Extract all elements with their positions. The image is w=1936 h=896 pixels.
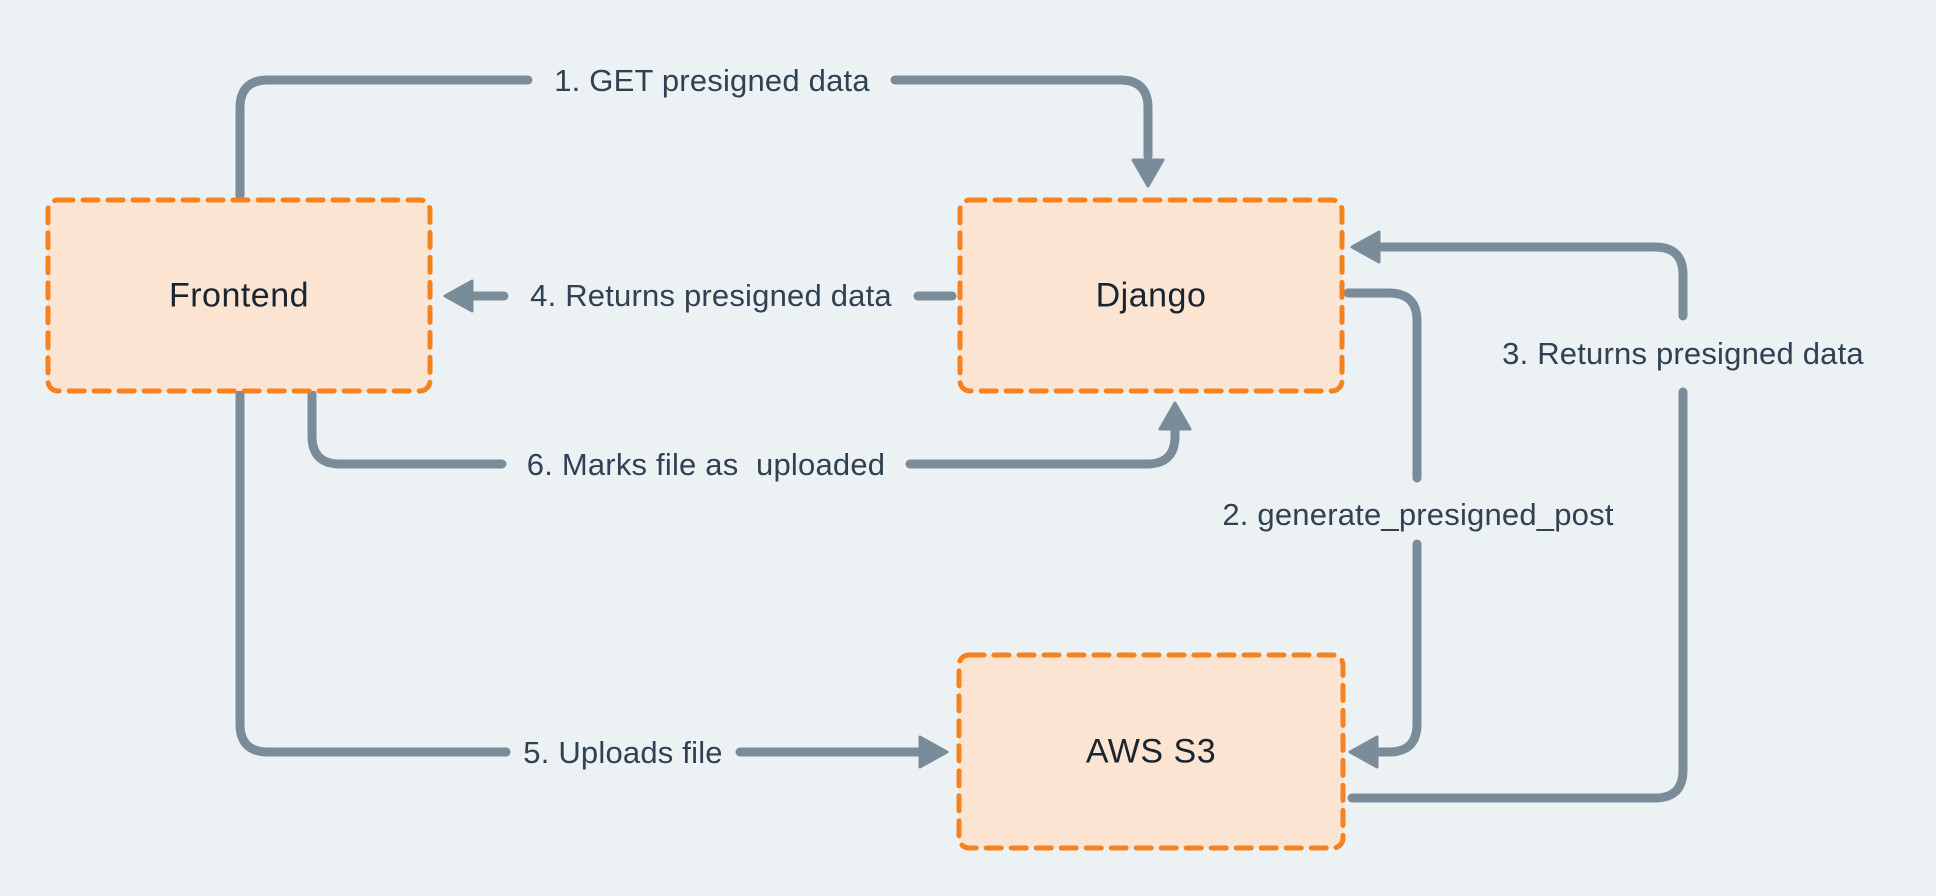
edge-6-arrowhead-icon [1158, 401, 1192, 431]
edge-3-segment-a [1347, 387, 1688, 803]
edge-5-label: 5. Uploads file [523, 735, 723, 770]
edge-1-label: 1. GET presigned data [554, 63, 870, 98]
edge-6-segment-b [905, 426, 1180, 469]
edge-2-segment-b [1371, 539, 1422, 757]
aws-s3-node-label: AWS S3 [1085, 732, 1217, 771]
django-node-box [957, 197, 1345, 394]
edge-6-segment-a [307, 389, 507, 469]
edge-2-arrowhead-icon [1348, 735, 1379, 769]
edge-2-label: 2. generate_presigned_post [1222, 497, 1614, 532]
edge-3-segment-b [1375, 242, 1688, 321]
edge-3-label: 3. Returns presigned data [1502, 336, 1864, 371]
edge-3-arrowhead-icon [1350, 230, 1381, 264]
edge-4-label: 4. Returns presigned data [530, 278, 892, 313]
frontend-node-box [45, 197, 433, 394]
edge-2-segment-a [1343, 288, 1422, 483]
aws-s3-node-box [956, 652, 1346, 851]
edge-5-segment-a [235, 389, 511, 757]
edge-4-arrowhead-icon [443, 279, 474, 313]
edge-6-label: 6. Marks file as uploaded [526, 447, 886, 482]
edge-1-segment-a [235, 75, 533, 201]
django-node-label: Django [1095, 276, 1207, 315]
edge-1-segment-b [890, 75, 1153, 161]
edge-5-arrowhead-icon [918, 735, 949, 769]
frontend-node-label: Frontend [168, 276, 310, 315]
edge-1-arrowhead-icon [1131, 158, 1165, 188]
